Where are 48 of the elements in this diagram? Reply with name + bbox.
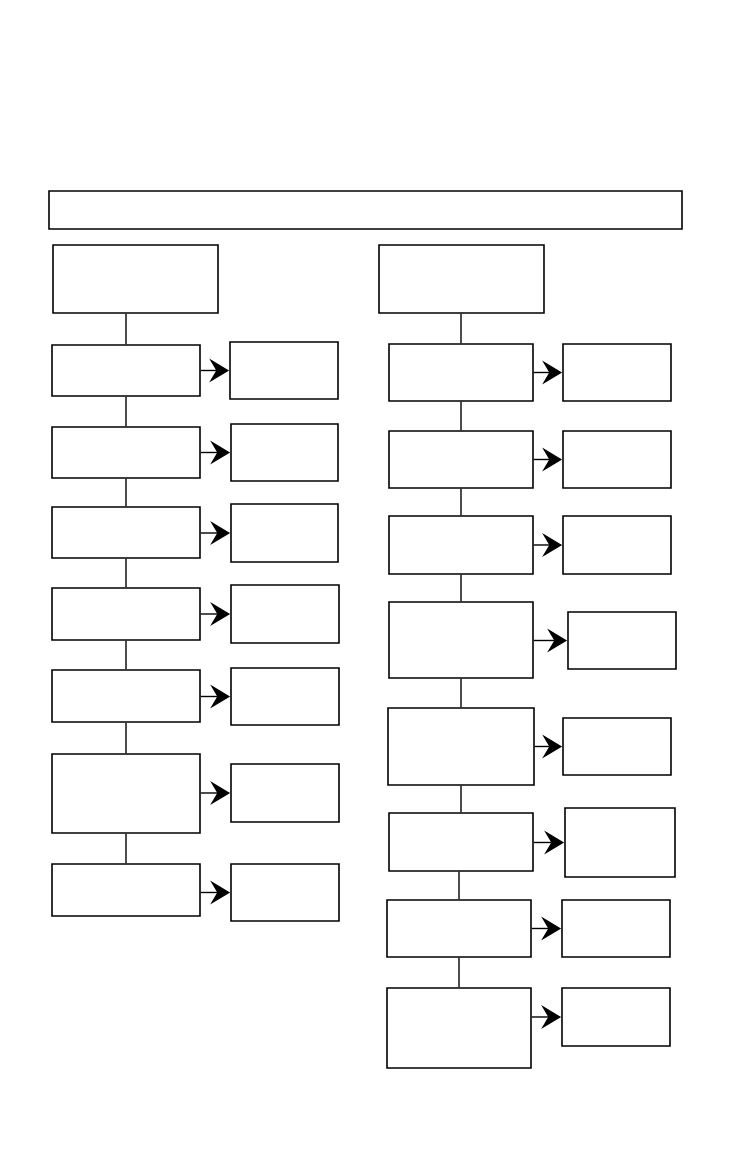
- flow-box: [51, 587, 201, 641]
- output-box: [562, 430, 672, 489]
- connector-line: [460, 678, 462, 708]
- flow-box: [388, 343, 534, 402]
- flow-box: [388, 430, 534, 489]
- connector-line: [460, 401, 462, 431]
- connector-line: [125, 478, 127, 507]
- connector-line: [460, 488, 462, 516]
- flow-box: [386, 899, 532, 958]
- connector-line: [460, 313, 462, 344]
- connector-line: [125, 313, 127, 345]
- flow-box: [51, 426, 201, 479]
- flow-box: [51, 506, 201, 559]
- flow-box: [51, 669, 201, 723]
- flow-box: [51, 344, 201, 397]
- flow-box: [388, 515, 534, 575]
- output-box: [230, 863, 340, 922]
- output-box: [230, 763, 340, 823]
- connector-line: [125, 722, 127, 754]
- output-box: [562, 717, 672, 776]
- output-box: [230, 423, 339, 482]
- connector-line: [125, 396, 127, 427]
- output-box: [562, 343, 672, 402]
- flow-box: [388, 601, 534, 679]
- connector-line: [460, 574, 462, 602]
- output-box: [567, 611, 677, 670]
- connector-line: [125, 833, 127, 864]
- connector-line: [458, 957, 460, 988]
- connector-line: [460, 785, 462, 813]
- output-box: [230, 584, 340, 644]
- flow-box: [378, 244, 545, 314]
- output-box: [561, 899, 671, 958]
- connector-line: [458, 871, 460, 900]
- flow-box: [52, 244, 219, 314]
- flow-box: [388, 812, 534, 872]
- output-box: [562, 515, 672, 575]
- connector-line: [125, 640, 127, 670]
- output-box: [561, 987, 671, 1047]
- banner-box: [48, 190, 683, 230]
- output-box: [564, 807, 676, 878]
- output-box: [230, 503, 339, 563]
- output-box: [229, 341, 339, 400]
- flow-box: [51, 753, 201, 834]
- flow-box: [387, 707, 535, 786]
- flow-box: [51, 863, 201, 917]
- connector-line: [125, 558, 127, 588]
- flow-box: [386, 987, 532, 1069]
- output-box: [230, 667, 340, 726]
